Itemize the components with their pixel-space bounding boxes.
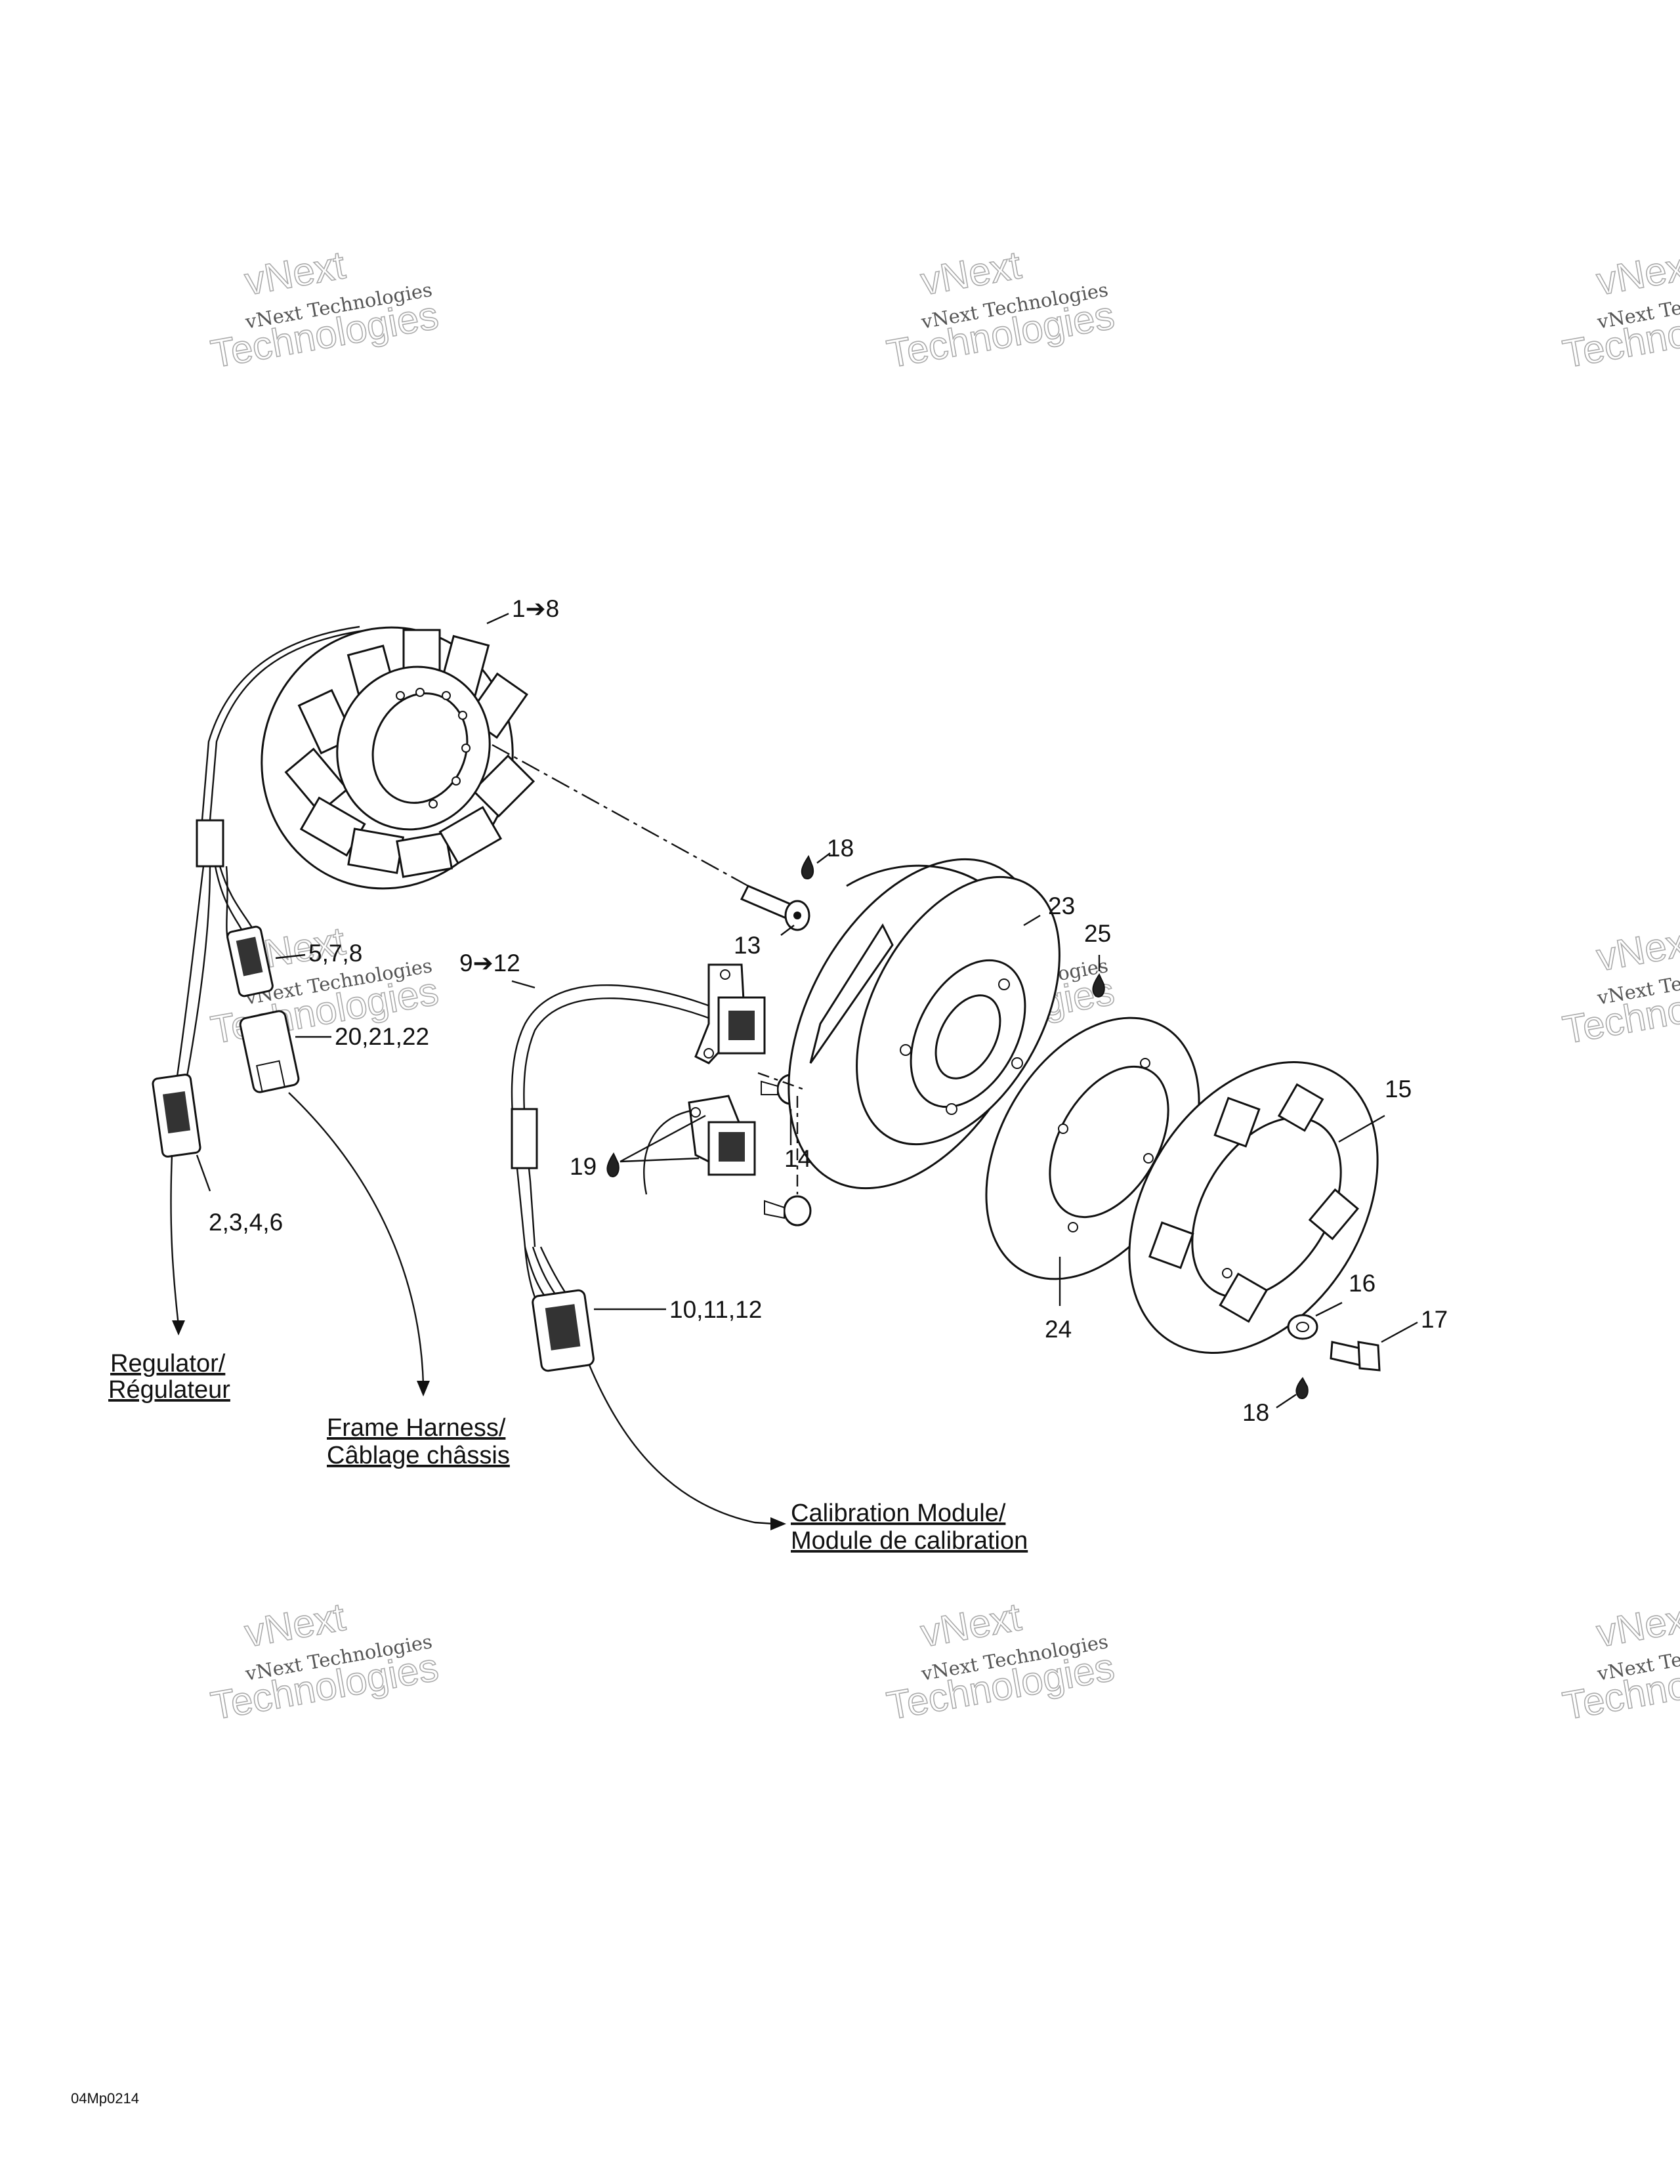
callout-9-12: 9➔12 xyxy=(459,950,520,976)
regulator-label-fr: Régulateur xyxy=(108,1376,230,1404)
callout-17: 17 xyxy=(1421,1306,1448,1333)
callout-25: 25 xyxy=(1084,920,1111,947)
watermark: vNext Technologies vNext Technologies xyxy=(1559,918,1680,1053)
watermark-vnext: vNext xyxy=(917,1595,1024,1656)
callout-20-21-22: 20,21,22 xyxy=(335,1023,429,1050)
destination-frame-harness: Frame Harness/ Câblage châssis xyxy=(327,1414,510,1469)
callout-18-top: 18 xyxy=(827,835,854,862)
callout-1-8: 1➔8 xyxy=(512,595,559,622)
watermark-vnext: vNext xyxy=(242,1595,348,1656)
bolt-17 xyxy=(1330,1341,1381,1372)
drop-icon-25 xyxy=(1092,973,1105,998)
destination-calibration-module: Calibration Module/ Module de calibratio… xyxy=(791,1500,1028,1555)
watermark-vnext: vNext xyxy=(1593,919,1680,980)
stator-wiring xyxy=(176,625,368,1077)
destination-regulator: Regulator/ Régulateur xyxy=(108,1350,230,1404)
callout-labels: 1➔8 18 23 25 13 5,7,8 9➔12 20,21,22 15 1… xyxy=(209,595,1448,1426)
connector-2-3-4-6 xyxy=(152,1074,201,1158)
callout-2-3-4-6: 2,3,4,6 xyxy=(209,1209,283,1236)
washer-16 xyxy=(1287,1314,1318,1340)
callout-10-11-12: 10,11,12 xyxy=(669,1296,762,1323)
watermark: vNext Technologies vNext Technologies xyxy=(883,1594,1118,1729)
watermark: vNext Technologies vNext Technologies xyxy=(207,242,442,377)
flywheel xyxy=(788,858,1060,1190)
callout-15: 15 xyxy=(1385,1076,1412,1102)
drop-icon-18-top xyxy=(801,854,814,879)
watermark-vnext: vNext xyxy=(242,243,348,304)
callout-5-7-8: 5,7,8 xyxy=(308,940,362,967)
screw-14-lower xyxy=(764,1195,812,1227)
watermark: vNext Technologies vNext Technologies xyxy=(1559,242,1680,377)
callout-16: 16 xyxy=(1349,1270,1376,1297)
connector-5-7-8 xyxy=(226,925,274,998)
connector-10-11-12 xyxy=(524,1246,595,1372)
callout-23: 23 xyxy=(1048,892,1075,919)
watermark-vnext: vNext xyxy=(1593,243,1680,304)
callout-18-bottom: 18 xyxy=(1242,1399,1269,1426)
leader-lines xyxy=(170,612,1418,1530)
frame-harness-label-en: Frame Harness/ xyxy=(327,1414,506,1442)
callout-14: 14 xyxy=(784,1145,811,1172)
watermark-vnext: vNext xyxy=(1593,1595,1680,1656)
regulator-label-en: Regulator/ xyxy=(110,1350,226,1377)
callout-24: 24 xyxy=(1045,1316,1072,1343)
connector-20-21-22 xyxy=(239,1010,300,1093)
frame-harness-label-fr: Câblage châssis xyxy=(327,1442,510,1469)
watermark-vnext: vNext xyxy=(917,243,1024,304)
trigger-coil-assembly xyxy=(511,963,766,1326)
callout-19: 19 xyxy=(570,1153,597,1180)
drop-icon-19 xyxy=(606,1152,620,1177)
figure-code: 04Mp0214 xyxy=(71,2090,139,2107)
callout-13: 13 xyxy=(734,932,761,959)
starter-hub-15 xyxy=(1128,1060,1379,1354)
watermark: vNext Technologies vNext Technologies xyxy=(207,1594,442,1729)
drop-icon-18-bottom xyxy=(1295,1377,1309,1399)
watermark: vNext Technologies vNext Technologies xyxy=(883,242,1118,377)
stator xyxy=(261,626,536,890)
screw-13 xyxy=(740,885,810,931)
calibration-module-label-en: Calibration Module/ xyxy=(791,1500,1006,1527)
watermark: vNext Technologies vNext Technologies xyxy=(1559,1594,1680,1729)
calibration-module-label-fr: Module de calibration xyxy=(791,1527,1028,1555)
